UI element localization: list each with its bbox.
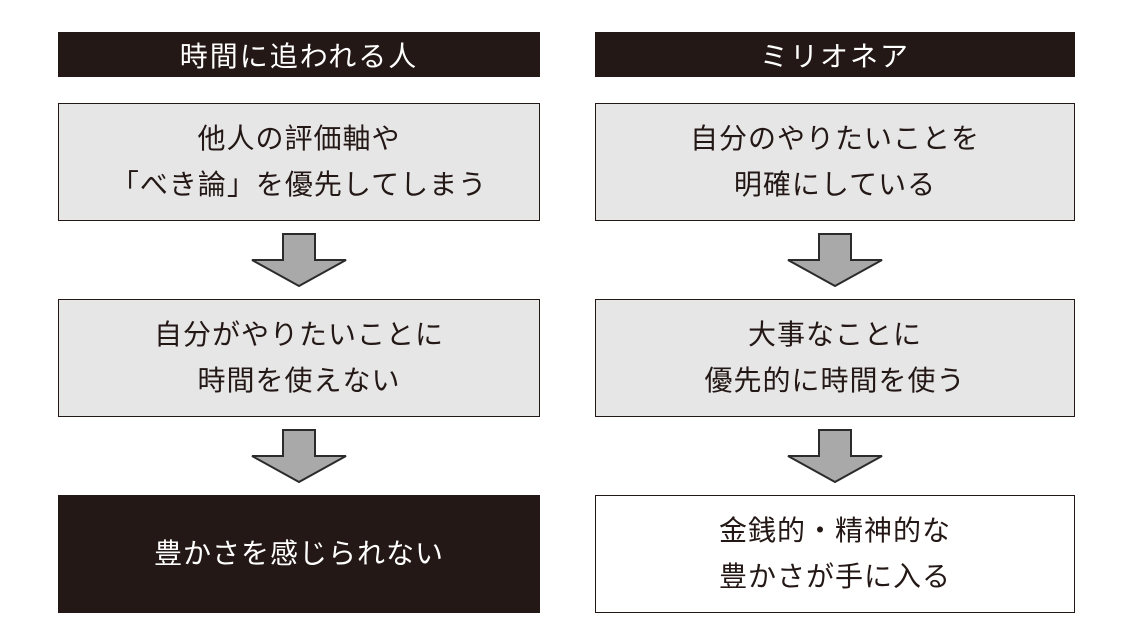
flow-box-left-result: 豊かさを感じられない (58, 495, 540, 613)
flow-box-right-result: 金銭的・精神的な 豊かさが手に入る (595, 495, 1075, 613)
flow-arrow-left-2 (58, 417, 540, 495)
down-arrow-icon (787, 429, 883, 483)
down-arrow-icon (787, 233, 883, 287)
flow-arrow-right-1 (595, 221, 1075, 299)
box-text-line: 大事なことに (747, 319, 922, 350)
flow-arrow-left-1 (58, 221, 540, 299)
box-text-line: 「べき論」を優先してしまう (110, 169, 488, 200)
box-text-line: 優先的に時間を使う (704, 365, 966, 396)
flow-box-left-1: 他人の評価軸や 「べき論」を優先してしまう (58, 103, 540, 221)
box-text-line: 豊かさを感じられない (153, 538, 444, 569)
column-header-millionaire: ミリオネア (595, 32, 1075, 77)
column-header-time-pressed: 時間に追われる人 (58, 32, 540, 77)
box-text-line: 金銭的・精神的な (718, 515, 951, 546)
down-arrow-icon (251, 429, 347, 483)
box-text-line: 時間を使えない (197, 365, 401, 396)
box-text-line: 自分がやりたいことに (153, 319, 444, 350)
column-millionaire: ミリオネア 自分のやりたいことを 明確にしている 大事なことに 優先的に時間を使… (595, 32, 1075, 613)
down-arrow-icon (251, 233, 347, 287)
box-text-line: 明確にしている (733, 169, 937, 200)
box-text-line: 豊かさが手に入る (718, 561, 951, 592)
box-text-line: 自分のやりたいことを (689, 123, 980, 154)
flow-box-right-2: 大事なことに 優先的に時間を使う (595, 299, 1075, 417)
column-time-pressed-person: 時間に追われる人 他人の評価軸や 「べき論」を優先してしまう 自分がやりたいこと… (58, 32, 540, 613)
flow-arrow-right-2 (595, 417, 1075, 495)
box-text-line: 他人の評価軸や (197, 123, 401, 154)
flow-box-right-1: 自分のやりたいことを 明確にしている (595, 103, 1075, 221)
flow-box-left-2: 自分がやりたいことに 時間を使えない (58, 299, 540, 417)
